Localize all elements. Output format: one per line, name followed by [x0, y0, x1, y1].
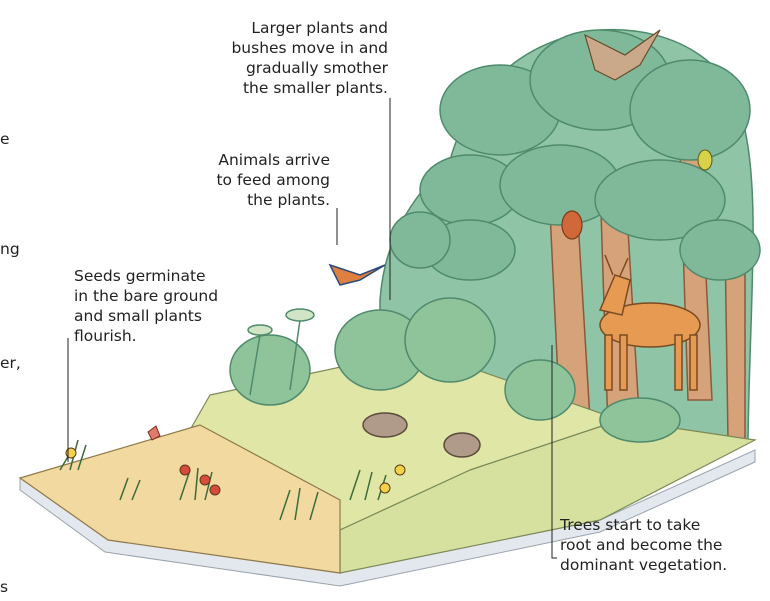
- woodpecker: [698, 150, 712, 170]
- cropped-text-3: er,: [0, 354, 21, 372]
- cropped-text-1: e: [0, 130, 10, 148]
- cropped-text-4: s: [0, 578, 8, 596]
- caption-line: Larger plants and: [196, 18, 388, 38]
- caption-line: flourish.: [74, 326, 254, 346]
- caption-line: the smaller plants.: [196, 78, 388, 98]
- caption-line: Seeds germinate: [74, 266, 254, 286]
- caption-animals: Animals arrive to feed among the plants.: [180, 150, 330, 210]
- caption-line: Trees start to take: [560, 515, 765, 535]
- cropped-text-2: ng: [0, 240, 20, 258]
- caption-line: the plants.: [180, 190, 330, 210]
- caption-line: in the bare ground: [74, 286, 254, 306]
- caption-line: to feed among: [180, 170, 330, 190]
- caption-larger-plants: Larger plants and bushes move in and gra…: [196, 18, 388, 98]
- caption-line: dominant vegetation.: [560, 555, 765, 575]
- caption-line: root and become the: [560, 535, 765, 555]
- squirrel: [562, 211, 582, 239]
- swallow: [330, 265, 385, 285]
- caption-seeds: Seeds germinate in the bare ground and s…: [74, 266, 254, 346]
- caption-line: Animals arrive: [180, 150, 330, 170]
- caption-line: and small plants: [74, 306, 254, 326]
- caption-line: gradually smother: [196, 58, 388, 78]
- caption-line: bushes move in and: [196, 38, 388, 58]
- caption-trees: Trees start to take root and become the …: [560, 515, 765, 575]
